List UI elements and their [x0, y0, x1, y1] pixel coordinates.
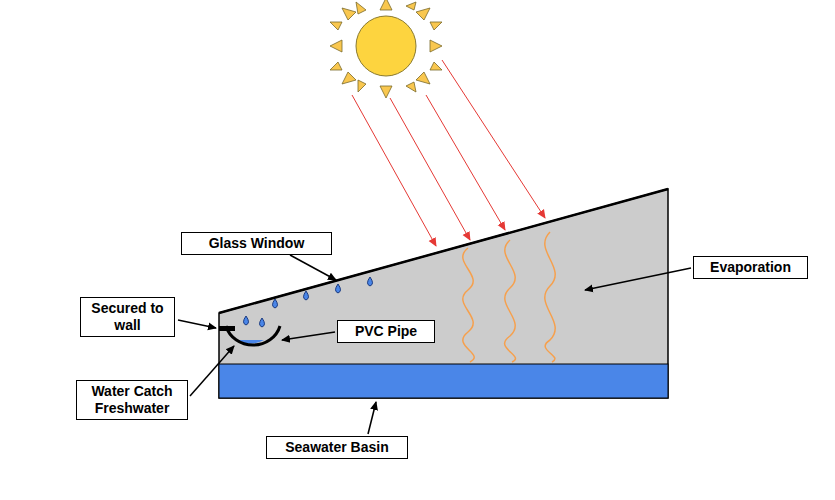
label-box: Glass Window [181, 232, 332, 255]
leader-arrows [178, 255, 691, 434]
label-box: Evaporation [693, 256, 808, 279]
evaporation-waves [463, 232, 555, 362]
label-text: Water Catch Freshwater [82, 383, 182, 417]
label-box: PVC Pipe [337, 320, 435, 343]
seawater [219, 364, 668, 398]
still-housing [219, 189, 668, 398]
label-text: Glass Window [187, 235, 326, 252]
label-box: Secured to wall [80, 297, 175, 337]
label-text: PVC Pipe [343, 323, 429, 340]
sun [330, 0, 442, 98]
label-text: Evaporation [699, 259, 802, 276]
label-box: Water Catch Freshwater [76, 380, 188, 420]
sun-rays [352, 60, 545, 246]
wall-bracket [219, 326, 235, 331]
label-text: Seawater Basin [272, 439, 402, 456]
label-box: Seawater Basin [266, 436, 408, 459]
label-text: Secured to wall [86, 300, 169, 334]
